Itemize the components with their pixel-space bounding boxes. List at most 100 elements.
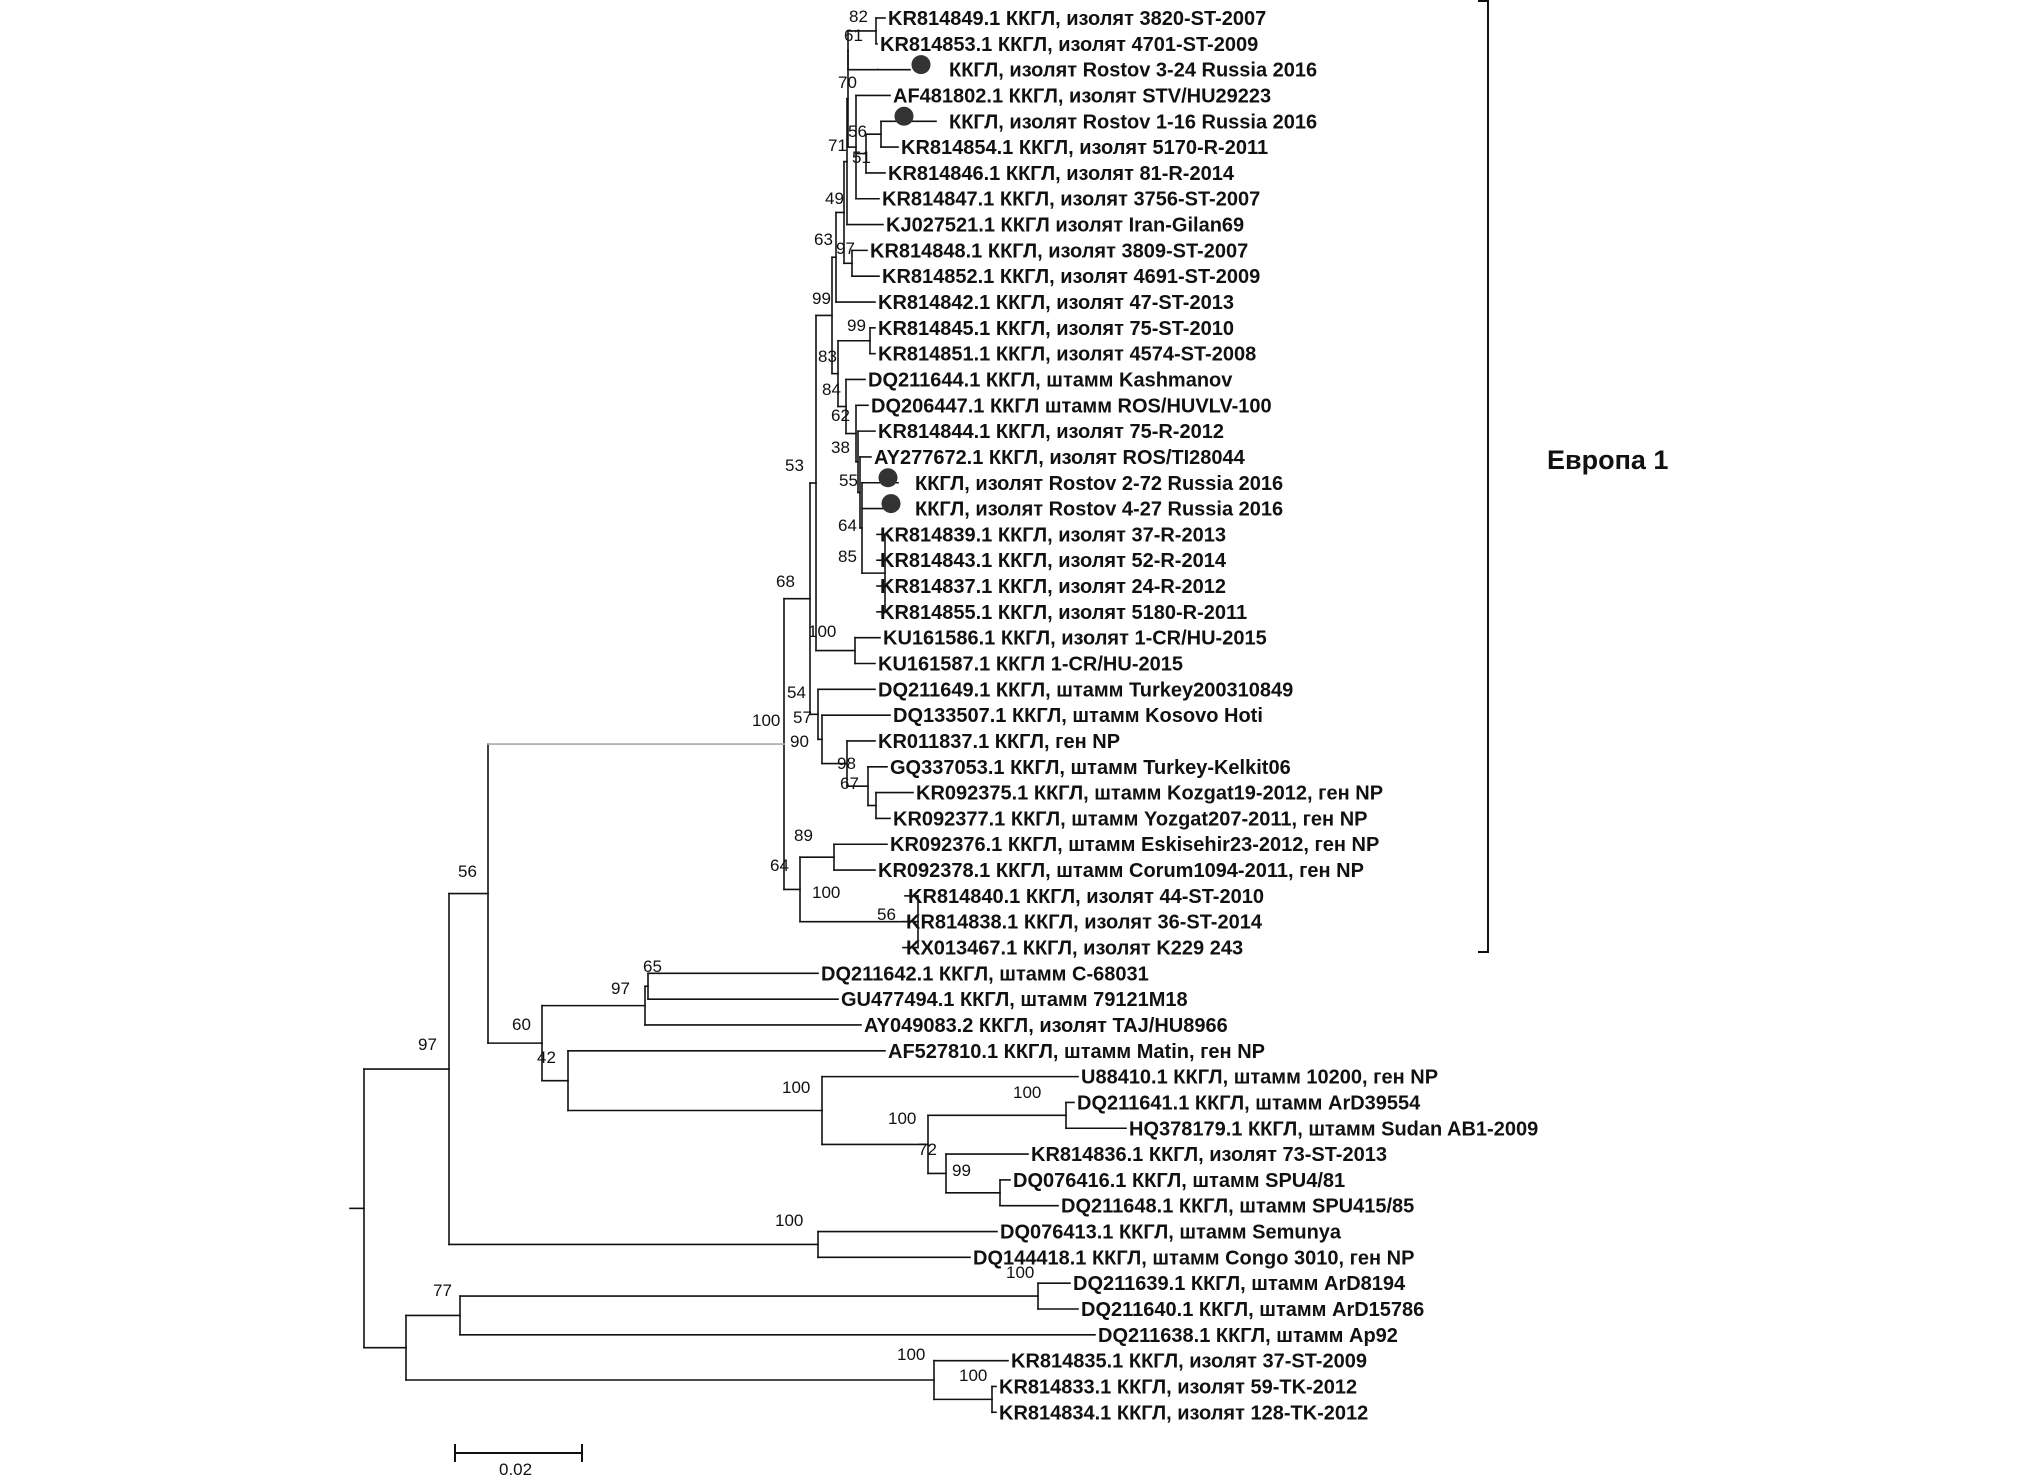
bootstrap-value: 64 (838, 516, 857, 535)
bootstrap-value: 67 (840, 774, 859, 793)
bootstrap-value: 42 (537, 1048, 556, 1067)
bootstrap-value: 38 (831, 438, 850, 457)
bootstrap-value: 60 (512, 1015, 531, 1034)
leaf-label: GQ337053.1 ККГЛ, штамм Turkey-Kelkit06 (890, 757, 1291, 779)
leaf-label: KR814848.1 ККГЛ, изолят 3809-ST-2007 (870, 240, 1248, 262)
leaf-label: DQ211641.1 ККГЛ, штамм ArD39554 (1077, 1092, 1421, 1114)
leaf-label: DQ211638.1 ККГЛ, штамм Ap92 (1098, 1325, 1398, 1347)
bootstrap-value: 84 (822, 380, 841, 399)
bootstrap-value: 63 (814, 230, 833, 249)
bootstrap-value: 51 (852, 148, 871, 167)
bootstrap-value: 100 (808, 622, 836, 641)
leaf-label: DQ211648.1 ККГЛ, штамм SPU415/85 (1061, 1196, 1414, 1218)
bootstrap-value: 68 (776, 572, 795, 591)
leaf-label: DQ076416.1 ККГЛ, штамм SPU4/81 (1013, 1170, 1345, 1192)
bootstrap-value: 85 (838, 547, 857, 566)
clade-europe-1: Европа 1 (1478, 0, 1668, 953)
bootstrap-value: 100 (959, 1366, 987, 1385)
leaf-label: KR814853.1 ККГЛ, изолят 4701-ST-2009 (880, 34, 1258, 56)
bootstrap-value: 97 (836, 239, 855, 258)
bootstrap-value: 54 (787, 683, 806, 702)
bootstrap-value: 83 (818, 347, 837, 366)
bootstrap-value: 53 (785, 456, 804, 475)
bootstrap-value: 97 (418, 1035, 437, 1054)
leaf-label: KR814839.1 ККГЛ, изолят 37-R-2013 (880, 524, 1226, 546)
rostov-isolate-marker (878, 468, 898, 488)
leaf-label: AF527810.1 ККГЛ, штамм Matin, ген NP (888, 1041, 1265, 1063)
bootstrap-value: 90 (790, 732, 809, 751)
leaf-label: KR814840.1 ККГЛ, изолят 44-ST-2010 (908, 886, 1264, 908)
leaf-label: DQ076413.1 ККГЛ, штамм Semunya (1000, 1222, 1342, 1244)
bootstrap-value: 57 (793, 708, 812, 727)
leaf-label: HQ378179.1 ККГЛ, штамм Sudan AB1-2009 (1129, 1118, 1538, 1140)
bootstrap-value: 62 (831, 406, 850, 425)
bootstrap-value: 82 (849, 7, 868, 26)
leaf-label: KR814852.1 ККГЛ, изолят 4691-ST-2009 (882, 266, 1260, 288)
bootstrap-value: 64 (770, 856, 789, 875)
scale-bar-line (454, 1444, 583, 1462)
leaf-label: KR814833.1 ККГЛ, изолят 59-TK-2012 (999, 1376, 1357, 1398)
leaf-label: KR092377.1 ККГЛ, штамм Yozgat207-2011, г… (893, 808, 1367, 830)
bootstrap-value: 100 (888, 1109, 916, 1128)
rostov-isolate-marker (911, 55, 931, 75)
bootstrap-value: 56 (848, 122, 867, 141)
leaf-label: ККГЛ, изолят Rostov 1-16 Russia 2016 (949, 111, 1317, 133)
leaf-label: DQ133507.1 ККГЛ, штамм Kosovo Hoti (893, 705, 1263, 727)
scale-bar-label: 0.02 (499, 1460, 532, 1476)
leaf-label: KR092375.1 ККГЛ, штамм Kozgat19-2012, ге… (916, 783, 1383, 805)
leaf-label: KR011837.1 ККГЛ, ген NP (878, 731, 1120, 753)
leaf-label: KR814835.1 ККГЛ, изолят 37-ST-2009 (1011, 1351, 1367, 1373)
bootstrap-value: 99 (952, 1161, 971, 1180)
clade-bracket (1478, 0, 1489, 953)
bootstrap-value: 55 (839, 471, 858, 490)
leaf-label: KR092376.1 ККГЛ, штамм Eskisehir23-2012,… (890, 834, 1379, 856)
leaf-label: KR814834.1 ККГЛ, изолят 128-TK-2012 (999, 1402, 1368, 1424)
bootstrap-value: 61 (844, 26, 863, 45)
rostov-markers (878, 55, 931, 514)
leaf-label: KU161586.1 ККГЛ, изолят 1-CR/HU-2015 (883, 628, 1267, 650)
bootstrap-value: 100 (1006, 1263, 1034, 1282)
bootstrap-value: 56 (458, 862, 477, 881)
bootstrap-value: 100 (812, 883, 840, 902)
rostov-isolate-marker (894, 106, 914, 126)
bootstrap-value: 89 (794, 826, 813, 845)
leaf-label: KR814851.1 ККГЛ, изолят 4574-ST-2008 (878, 344, 1256, 366)
bootstrap-value: 70 (838, 73, 857, 92)
leaf-label: KR814847.1 ККГЛ, изолят 3756-ST-2007 (882, 189, 1260, 211)
leaf-label: GU477494.1 ККГЛ, штамм 79121M18 (841, 989, 1188, 1011)
leaf-label: KR814836.1 ККГЛ, изолят 73-ST-2013 (1031, 1144, 1387, 1166)
leaf-label: AY049083.2 ККГЛ, изолят TAJ/HU8966 (864, 1015, 1228, 1037)
bootstrap-value: 100 (752, 711, 780, 730)
bootstrap-value: 100 (782, 1078, 810, 1097)
leaf-label: DQ144418.1 ККГЛ, штамм Congo 3010, ген N… (973, 1247, 1414, 1269)
leaf-label: KJ027521.1 ККГЛ изолят Iran-Gilan69 (886, 215, 1244, 237)
leaf-label: KR814854.1 ККГЛ, изолят 5170-R-2011 (901, 137, 1268, 159)
bootstrap-value: 99 (812, 289, 831, 308)
bootstrap-value: 71 (828, 136, 847, 155)
leaf-label: KR814849.1 ККГЛ, изолят 3820-ST-2007 (888, 8, 1266, 30)
leaf-label: KR814844.1 ККГЛ, изолят 75-R-2012 (878, 421, 1224, 443)
leaf-label: KR814838.1 ККГЛ, изолят 36-ST-2014 (906, 912, 1263, 934)
leaf-label: DQ211644.1 ККГЛ, штамм Kashmanov (868, 369, 1233, 391)
clade-label: Европа 1 (1547, 445, 1668, 475)
bootstrap-value: 100 (897, 1345, 925, 1364)
bootstrap-value: 98 (837, 754, 856, 773)
leaf-labels: KR814849.1 ККГЛ, изолят 3820-ST-2007KR81… (821, 8, 1538, 1424)
bootstrap-value: 97 (611, 979, 630, 998)
tree-branches (349, 17, 1127, 1414)
bootstrap-value: 100 (1013, 1083, 1041, 1102)
leaf-label: KR814843.1 ККГЛ, изолят 52-R-2014 (880, 550, 1227, 572)
bootstrap-value: 72 (918, 1140, 937, 1159)
leaf-label: DQ211642.1 ККГЛ, штамм C-68031 (821, 963, 1149, 985)
scale-bar: 0.02 (454, 1444, 583, 1476)
leaf-label: ККГЛ, изолят Rostov 2-72 Russia 2016 (915, 473, 1283, 495)
leaf-label: DQ211640.1 ККГЛ, штамм ArD15786 (1081, 1299, 1424, 1321)
leaf-label: KR814842.1 ККГЛ, изолят 47-ST-2013 (878, 292, 1234, 314)
leaf-label: AF481802.1 ККГЛ, изолят STV/HU29223 (893, 85, 1271, 107)
leaf-label: U88410.1 ККГЛ, штамм 10200, ген NP (1081, 1067, 1438, 1089)
leaf-label: KR814846.1 ККГЛ, изолят 81-R-2014 (888, 163, 1235, 185)
leaf-label: ККГЛ, изолят Rostov 4-27 Russia 2016 (915, 499, 1283, 521)
leaf-label: AY277672.1 ККГЛ, изолят ROS/TI28044 (874, 447, 1246, 469)
